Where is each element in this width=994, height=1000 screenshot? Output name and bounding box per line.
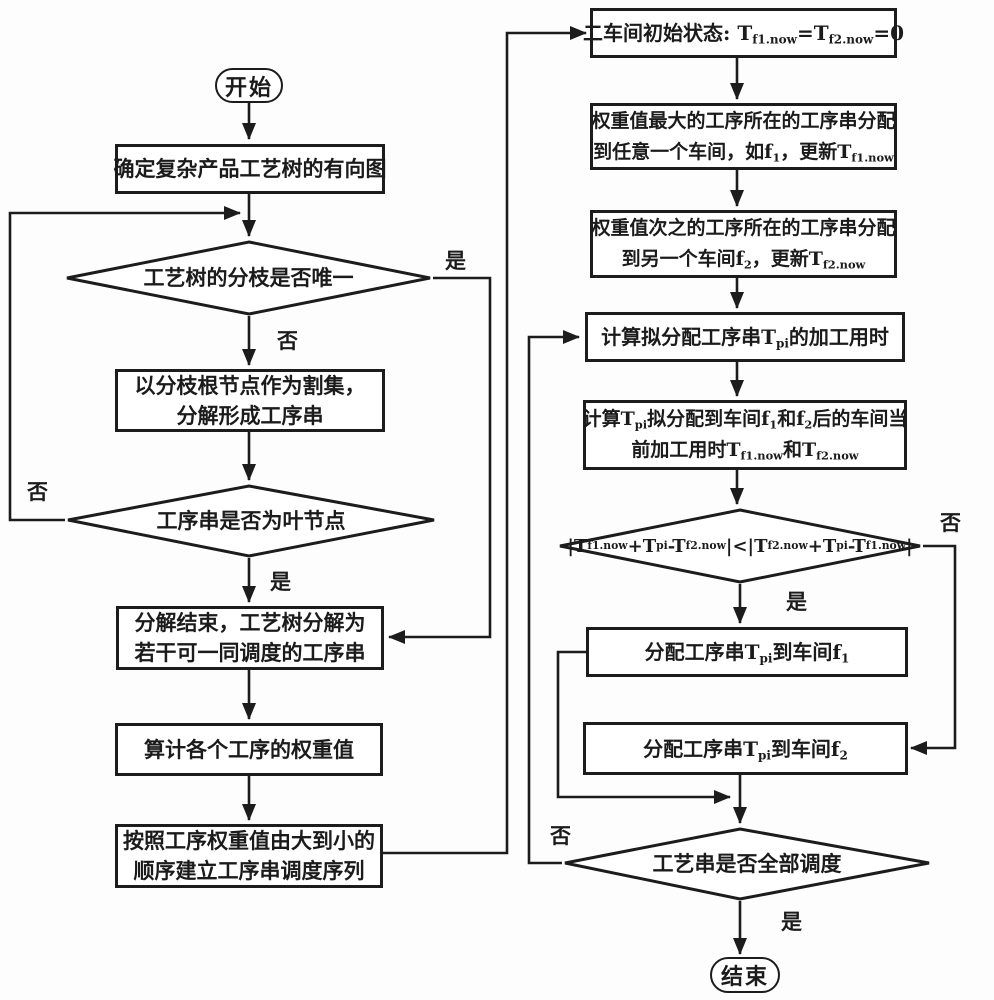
process-assign-max-weight-line2: 到任意一个车间，如f1，更新Tf1.now: [593, 137, 894, 168]
decision-leaf-node-label: 工序串是否为叶节点: [65, 484, 437, 558]
process-assign-max-weight: 权重值最大的工序所在的工序串分配 到任意一个车间，如f1，更新Tf1.now: [590, 103, 897, 170]
label-d3-yes: 是: [786, 586, 807, 616]
label-d3-no: 否: [940, 507, 961, 537]
process-decompose-done-line1: 分解结束，工艺树分解为: [135, 608, 366, 638]
decision-time-compare-label: |Tf1.now+Tpi-Tf2.now|<|Tf2.now+Tpi-Tf1.n…: [557, 508, 923, 584]
decision-leaf-node: 工序串是否为叶节点: [65, 484, 437, 558]
process-compute-current-times-line2: 前加工用时Tf1.now和Tf2.now: [631, 435, 858, 466]
decision-branch-unique-label: 工艺树的分枝是否唯一: [64, 240, 433, 316]
process-define-digraph: 确定复杂产品工艺树的有向图: [115, 144, 385, 194]
decision-branch-unique: 工艺树的分枝是否唯一: [64, 240, 433, 316]
process-assign-max-weight-line1: 权重值最大的工序所在的工序串分配: [592, 106, 896, 137]
process-assign-second-weight-line2: 到另一个车间f2，更新Tf2.now: [622, 244, 866, 275]
decision-all-scheduled: 工艺串是否全部调度: [562, 827, 932, 901]
end-label: 结束: [721, 959, 769, 991]
label-d2-no: 否: [27, 476, 48, 506]
start-label: 开始: [225, 70, 273, 102]
label-d2-yes: 是: [270, 566, 291, 596]
label-d4-yes: 是: [781, 906, 802, 936]
process-assign-to-f2: 分配工序串Tpi到车间f2: [583, 722, 908, 775]
process-build-schedule-sequence: 按照工序权重值由大到小的 顺序建立工序串调度序列: [115, 824, 383, 888]
process-init-state: 二车间初始状态: Tf1.now=Tf2.now=0: [590, 8, 897, 58]
process-compute-weights: 算计各个工序的权重值: [115, 723, 383, 776]
process-define-digraph-label: 确定复杂产品工艺树的有向图: [114, 154, 387, 184]
process-compute-weights-label: 算计各个工序的权重值: [144, 735, 354, 765]
label-d1-yes: 是: [445, 245, 466, 275]
process-init-state-label: 二车间初始状态: Tf1.now=Tf2.now=0: [583, 18, 904, 48]
process-build-schedule-line1: 按照工序权重值由大到小的: [123, 826, 375, 856]
process-cut-set-line1: 以分枝根节点作为割集，: [135, 371, 366, 401]
process-assign-to-f1: 分配工序串Tpi到车间f1: [586, 627, 908, 677]
process-decompose-done: 分解结束，工艺树分解为 若干可一同调度的工序串: [116, 606, 384, 670]
process-assign-second-weight: 权重值次之的工序所在的工序串分配 到另一个车间f2，更新Tf2.now: [590, 210, 897, 278]
end-terminal: 结束: [710, 957, 780, 993]
process-compute-current-times-line1: 计算Tpi拟分配到车间f1和f2后的车间当: [583, 404, 908, 435]
decision-time-compare: |Tf1.now+Tpi-Tf2.now|<|Tf2.now+Tpi-Tf1.n…: [557, 508, 923, 584]
label-d4-no: 否: [550, 820, 571, 850]
label-d1-no: 否: [277, 325, 298, 355]
start-terminal: 开始: [215, 68, 283, 103]
process-build-schedule-line2: 顺序建立工序串调度序列: [134, 856, 365, 886]
process-cut-set: 以分枝根节点作为割集， 分解形成工序串: [115, 369, 385, 432]
decision-all-scheduled-label: 工艺串是否全部调度: [562, 827, 932, 901]
process-cut-set-line2: 分解形成工序串: [177, 401, 324, 431]
process-assign-to-f1-label: 分配工序串Tpi到车间f1: [645, 637, 850, 667]
process-compute-tpi-time-label: 计算拟分配工序串Tpi的加工用时: [601, 322, 889, 352]
process-decompose-done-line2: 若干可一同调度的工序串: [135, 638, 366, 668]
process-assign-to-f2-label: 分配工序串Tpi到车间f2: [643, 734, 848, 764]
process-compute-tpi-time: 计算拟分配工序串Tpi的加工用时: [585, 312, 905, 362]
process-compute-current-times: 计算Tpi拟分配到车间f1和f2后的车间当 前加工用时Tf1.now和Tf2.n…: [583, 400, 907, 470]
process-assign-second-weight-line1: 权重值次之的工序所在的工序串分配: [592, 213, 896, 244]
